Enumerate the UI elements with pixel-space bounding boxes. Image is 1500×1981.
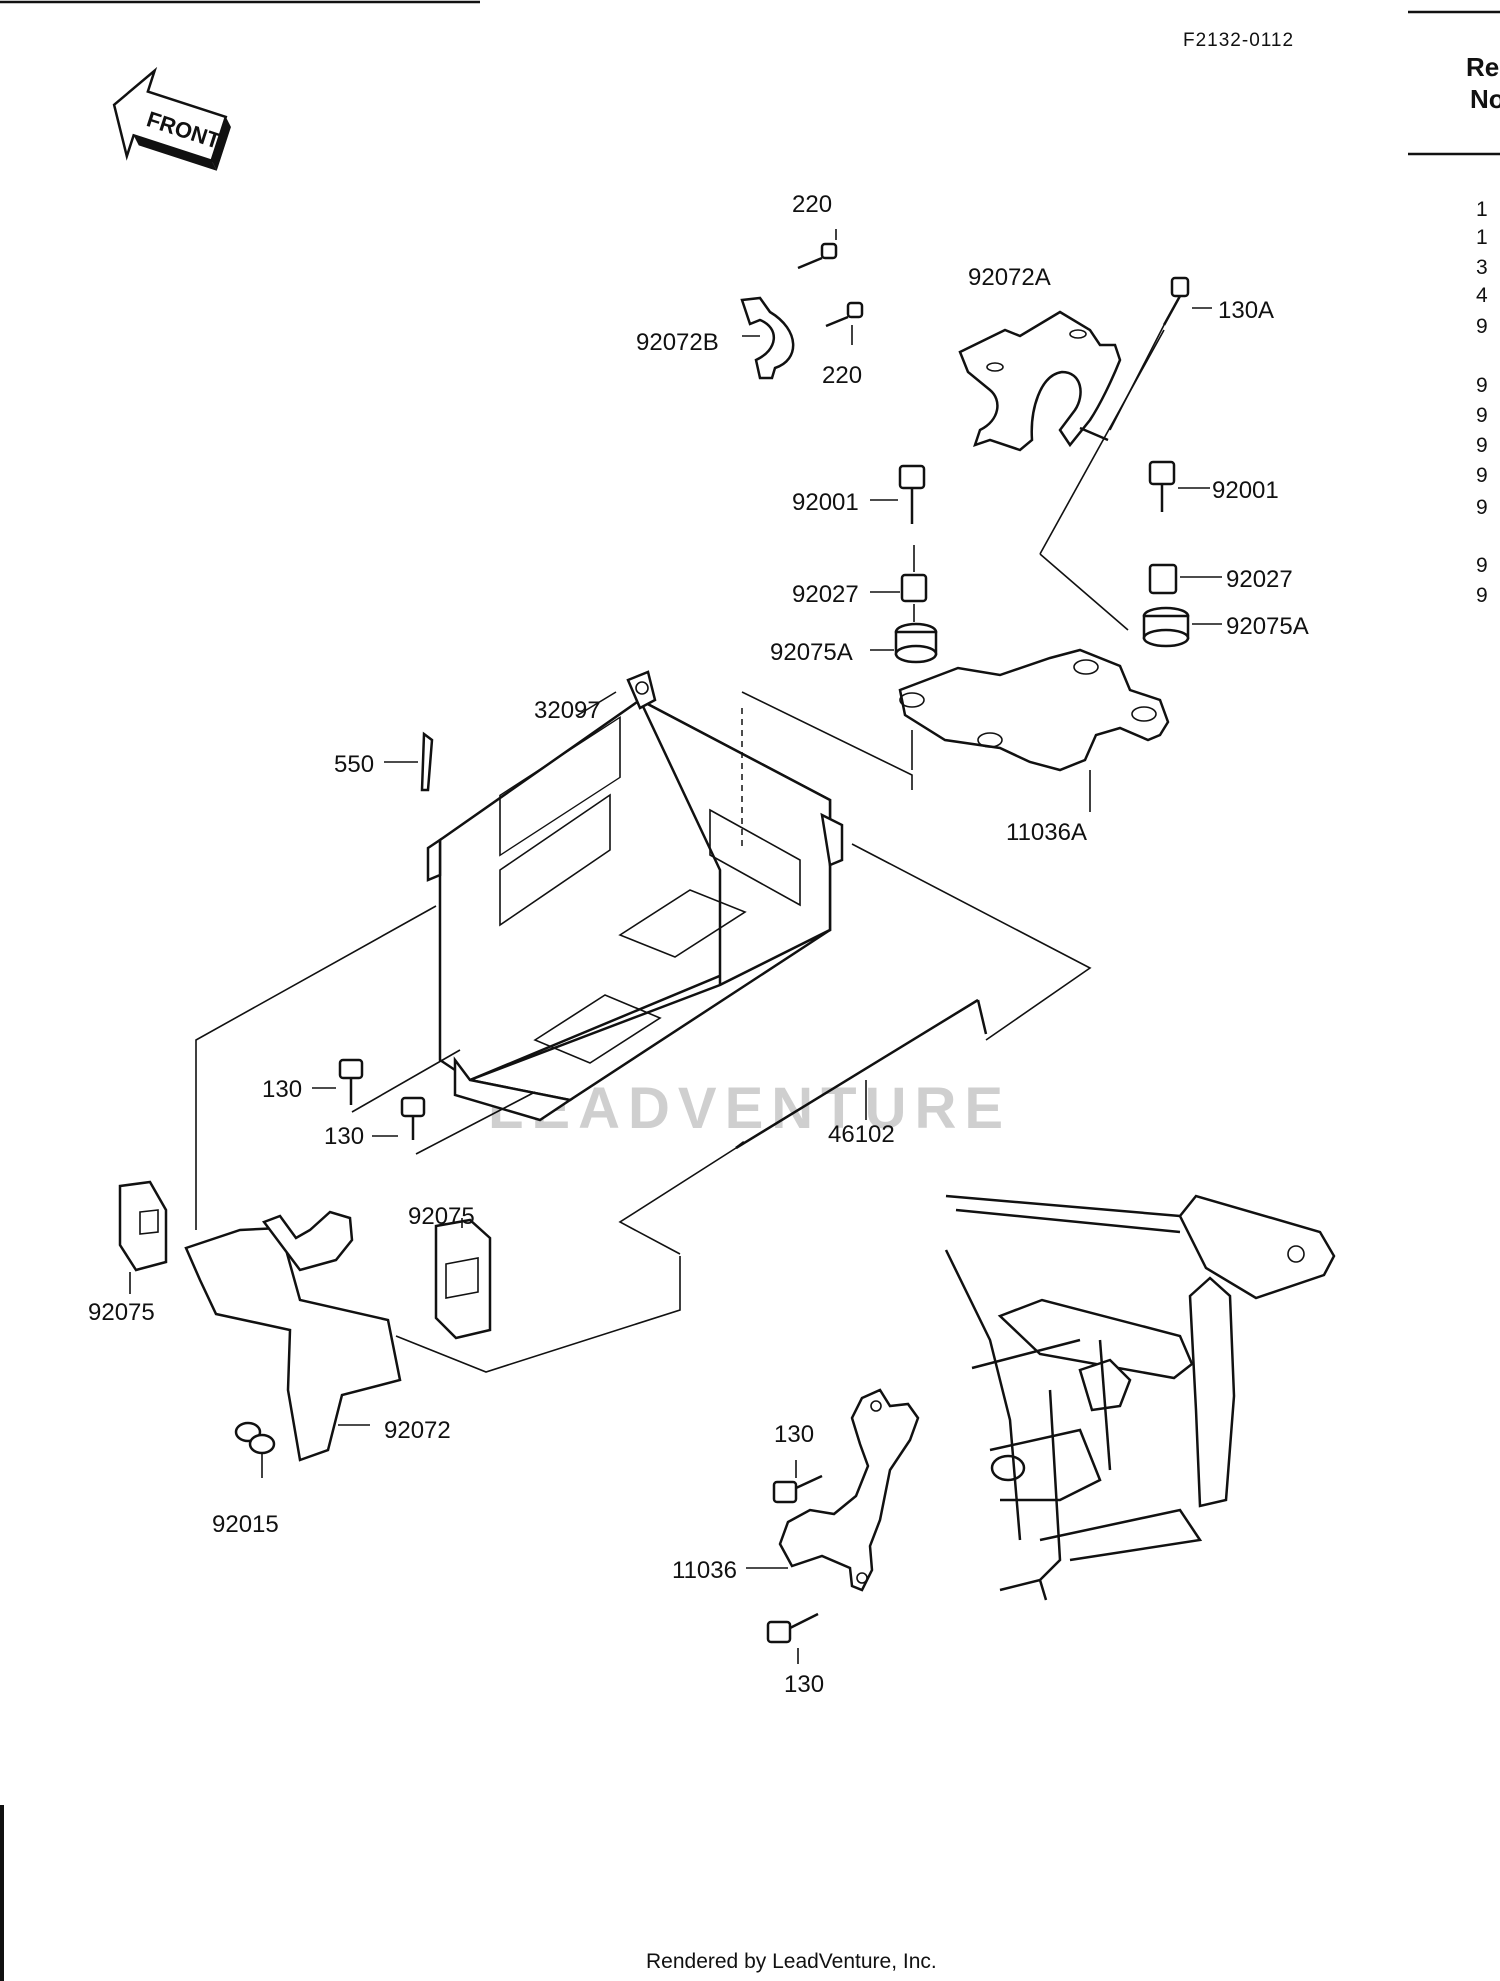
callout-130-c: 130 xyxy=(774,1421,814,1448)
callout-130-d: 130 xyxy=(784,1671,824,1698)
callout-130A: 130A xyxy=(1218,297,1274,324)
callout-92075A-left: 92075A xyxy=(770,639,853,666)
footer-credit: Rendered by LeadVenture, Inc. xyxy=(646,1950,937,1973)
collar-92027-right xyxy=(1148,563,1222,595)
bolt-130-b xyxy=(372,1096,426,1140)
bolt-130-c xyxy=(772,1460,823,1504)
front-arrow-icon: FRONT xyxy=(112,66,231,171)
pad-92075-left xyxy=(118,1180,168,1294)
callout-11036: 11036 xyxy=(672,1557,737,1584)
callout-11036A: 11036A xyxy=(1006,819,1087,846)
bolt-220-top xyxy=(797,242,838,270)
bolt-92001-left xyxy=(870,464,926,524)
callout-92001-left: 92001 xyxy=(792,489,859,516)
callout-130-a: 130 xyxy=(262,1076,302,1103)
parts-table-ref: 9 xyxy=(1476,404,1488,427)
bracket-11036 xyxy=(746,1388,920,1592)
left-edge-bar xyxy=(0,1805,4,1981)
plate-11036A xyxy=(898,648,1170,812)
callout-220-bottom: 220 xyxy=(822,362,862,389)
bolt-92001-right xyxy=(1148,460,1210,512)
callout-92075-right: 92075 xyxy=(408,1203,475,1230)
parts-table-ref: 9 xyxy=(1476,584,1488,607)
callout-92075-left: 92075 xyxy=(88,1299,155,1326)
parts-table-ref: 9 xyxy=(1476,315,1488,338)
callout-92072B: 92072B xyxy=(636,329,719,356)
bolt-130-d xyxy=(766,1612,819,1664)
callout-92027-left: 92027 xyxy=(792,581,859,608)
rod-46102 xyxy=(735,998,988,1150)
parts-table-ref: 1 xyxy=(1476,226,1488,249)
bolt-130A xyxy=(1109,276,1212,431)
callout-92027-right: 92027 xyxy=(1226,566,1293,593)
parts-table-ref: 4 xyxy=(1476,284,1488,307)
callout-220-top: 220 xyxy=(792,191,832,218)
parts-table-ref: 9 xyxy=(1476,464,1488,487)
callout-92072A: 92072A xyxy=(968,264,1051,291)
table-header-ref: Re xyxy=(1466,52,1499,82)
callout-92075A-right: 92075A xyxy=(1226,613,1309,640)
parts-table-ref: 9 xyxy=(1476,374,1488,397)
clip-550 xyxy=(384,731,434,792)
callout-92072: 92072 xyxy=(384,1417,451,1444)
callout-32097: 32097 xyxy=(534,697,601,724)
callout-550: 550 xyxy=(334,751,374,778)
diagram-code: F2132-0112 xyxy=(1183,30,1294,51)
table-header-no: No xyxy=(1470,84,1500,114)
wing-nut-92015 xyxy=(234,1421,276,1478)
collar-92027-left xyxy=(870,573,928,603)
parts-table-ref: 3 xyxy=(1476,256,1488,279)
callout-130-b: 130 xyxy=(324,1123,364,1150)
clamp-92072B xyxy=(740,296,795,380)
parts-table-ref: 9 xyxy=(1476,496,1488,519)
pad-92075-right xyxy=(434,1218,492,1340)
grommet-92075A-right xyxy=(1142,606,1222,648)
bolt-130-a xyxy=(312,1058,364,1105)
parts-table-ref: 9 xyxy=(1476,434,1488,457)
parts-table-ref: 9 xyxy=(1476,554,1488,577)
bracket-92072A xyxy=(958,310,1122,452)
frame-section xyxy=(944,1194,1336,1601)
bolt-220-bottom xyxy=(825,301,864,328)
holder-92072 xyxy=(184,1210,402,1462)
battery-tray-32097 xyxy=(426,670,844,1122)
callout-92001-right: 92001 xyxy=(1212,477,1279,504)
callout-46102: 46102 xyxy=(828,1121,895,1148)
parts-table-rows: 1 1 3 4 9 9 9 9 9 9 9 9 xyxy=(1476,198,1488,607)
parts-table-ref: 1 xyxy=(1476,198,1488,221)
grommet-92075A-left xyxy=(870,622,938,664)
callout-92015: 92015 xyxy=(212,1511,279,1538)
